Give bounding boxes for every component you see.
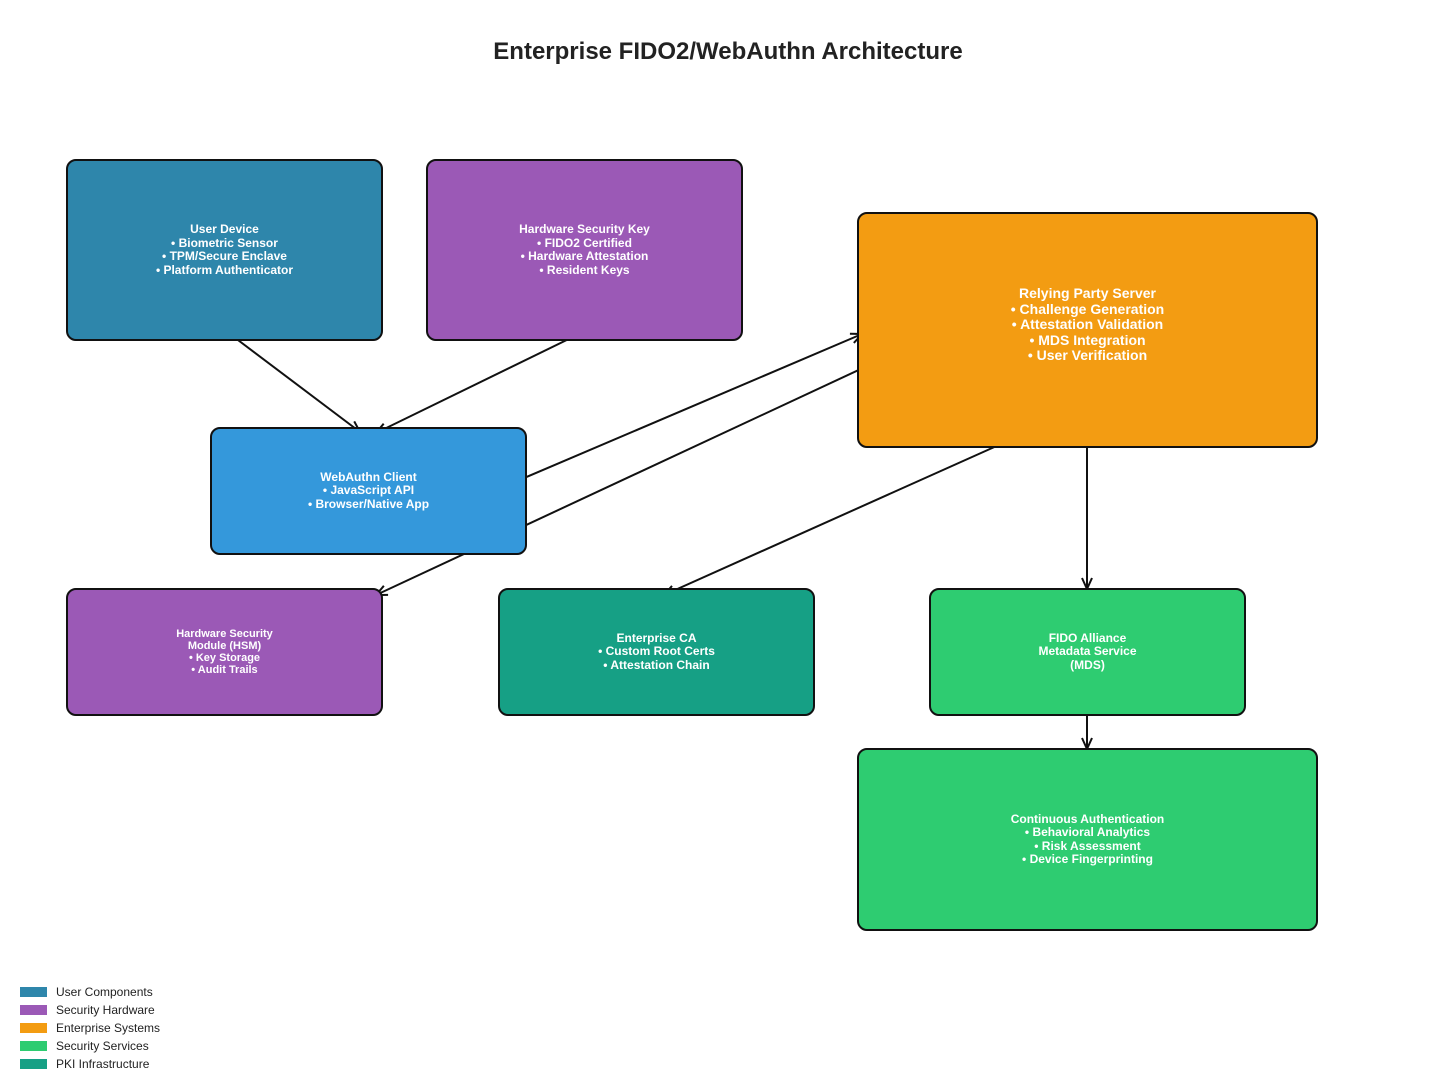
legend-item-enterprise-systems: Enterprise Systems bbox=[20, 1019, 160, 1037]
node-user-device: User Device • Biometric Sensor • TPM/Sec… bbox=[66, 159, 383, 341]
node-line: • Attestation Chain bbox=[603, 657, 710, 672]
node-line: (MDS) bbox=[1070, 657, 1105, 672]
legend: User Components Security Hardware Enterp… bbox=[20, 983, 160, 1073]
node-line: FIDO Alliance bbox=[1048, 630, 1127, 645]
edge-hardware-key-to-webauthn-client bbox=[376, 333, 580, 433]
legend-item-user-components: User Components bbox=[20, 983, 160, 1001]
node-line: Continuous Authentication bbox=[1010, 811, 1165, 826]
node-line: • Resident Keys bbox=[539, 262, 630, 277]
legend-label: Security Hardware bbox=[56, 1003, 155, 1017]
legend-swatch bbox=[20, 1059, 47, 1069]
node-line: Module (HSM) bbox=[187, 640, 262, 652]
node-relying-party-server: Relying Party Server • Challenge Generat… bbox=[857, 212, 1318, 448]
node-line: • Hardware Attestation bbox=[520, 249, 649, 263]
node-line: • User Verification bbox=[1027, 347, 1148, 364]
node-webauthn-client: WebAuthn Client • JavaScript API • Brows… bbox=[210, 427, 527, 555]
node-line: Enterprise CA bbox=[616, 630, 697, 645]
node-enterprise-ca-text: Enterprise CA • Custom Root Certs • Atte… bbox=[598, 630, 715, 673]
node-webauthn-client-text: WebAuthn Client • JavaScript API • Brows… bbox=[307, 469, 430, 512]
legend-swatch bbox=[20, 987, 47, 997]
legend-swatch bbox=[20, 1023, 47, 1033]
node-relying-party-server-text: Relying Party Server • Challenge Generat… bbox=[1011, 286, 1165, 364]
legend-item-pki-infrastructure: PKI Infrastructure bbox=[20, 1055, 160, 1073]
node-hsm: Hardware Security Module (HSM) • Key Sto… bbox=[66, 588, 383, 716]
legend-swatch bbox=[20, 1041, 47, 1051]
node-line: • Device Fingerprinting bbox=[1022, 852, 1153, 866]
node-line: • Browser/Native App bbox=[307, 496, 430, 511]
node-line: Hardware Security bbox=[176, 628, 273, 640]
node-line: • FIDO2 Certified bbox=[537, 235, 632, 250]
legend-label: Enterprise Systems bbox=[56, 1021, 161, 1035]
legend-swatch bbox=[20, 1005, 47, 1015]
node-fido-mds-text: FIDO Alliance Metadata Service (MDS) bbox=[1038, 630, 1137, 673]
node-line: • Key Storage bbox=[188, 652, 261, 664]
node-line: • Audit Trails bbox=[191, 664, 258, 676]
edge-relying-party-to-enterprise-ca bbox=[664, 439, 1011, 595]
node-line: • Attestation Validation bbox=[1011, 316, 1164, 333]
legend-label: User Components bbox=[56, 985, 153, 999]
node-hardware-security-key-text: Hardware Security Key • FIDO2 Certified … bbox=[519, 222, 650, 277]
node-line: • Challenge Generation bbox=[1010, 300, 1165, 317]
node-line: • Platform Authenticator bbox=[155, 262, 294, 277]
node-line: • Biometric Sensor bbox=[171, 235, 278, 250]
node-line: • TPM/Secure Enclave bbox=[162, 249, 287, 263]
node-line: • JavaScript API bbox=[322, 483, 415, 498]
node-line: Relying Party Server bbox=[1019, 285, 1156, 302]
node-line: • Behavioral Analytics bbox=[1024, 825, 1151, 839]
node-line: • Custom Root Certs bbox=[598, 644, 715, 659]
node-line: Metadata Service bbox=[1038, 644, 1137, 659]
node-line: User Device bbox=[190, 222, 259, 236]
node-line: • MDS Integration bbox=[1029, 331, 1146, 348]
diagram-title: Enterprise FIDO2/WebAuthn Architecture bbox=[493, 38, 963, 65]
node-fido-mds: FIDO Alliance Metadata Service (MDS) bbox=[929, 588, 1246, 716]
legend-item-security-services: Security Services bbox=[20, 1037, 160, 1055]
node-continuous-authentication-text: Continuous Authentication • Behavioral A… bbox=[1010, 811, 1165, 867]
node-line: • Risk Assessment bbox=[1034, 838, 1141, 853]
legend-label: PKI Infrastructure bbox=[56, 1057, 150, 1071]
node-user-device-text: User Device • Biometric Sensor • TPM/Sec… bbox=[155, 222, 294, 277]
legend-item-security-hardware: Security Hardware bbox=[20, 1001, 160, 1019]
node-continuous-authentication: Continuous Authentication • Behavioral A… bbox=[857, 748, 1318, 931]
legend-label: Security Services bbox=[56, 1039, 149, 1053]
node-line: WebAuthn Client bbox=[320, 469, 417, 484]
node-line: Hardware Security Key bbox=[519, 222, 650, 236]
node-enterprise-ca: Enterprise CA • Custom Root Certs • Atte… bbox=[498, 588, 815, 716]
node-hsm-text: Hardware Security Module (HSM) • Key Sto… bbox=[176, 628, 273, 676]
edge-user-device-to-webauthn-client bbox=[229, 333, 360, 432]
node-hardware-security-key: Hardware Security Key • FIDO2 Certified … bbox=[426, 159, 743, 341]
